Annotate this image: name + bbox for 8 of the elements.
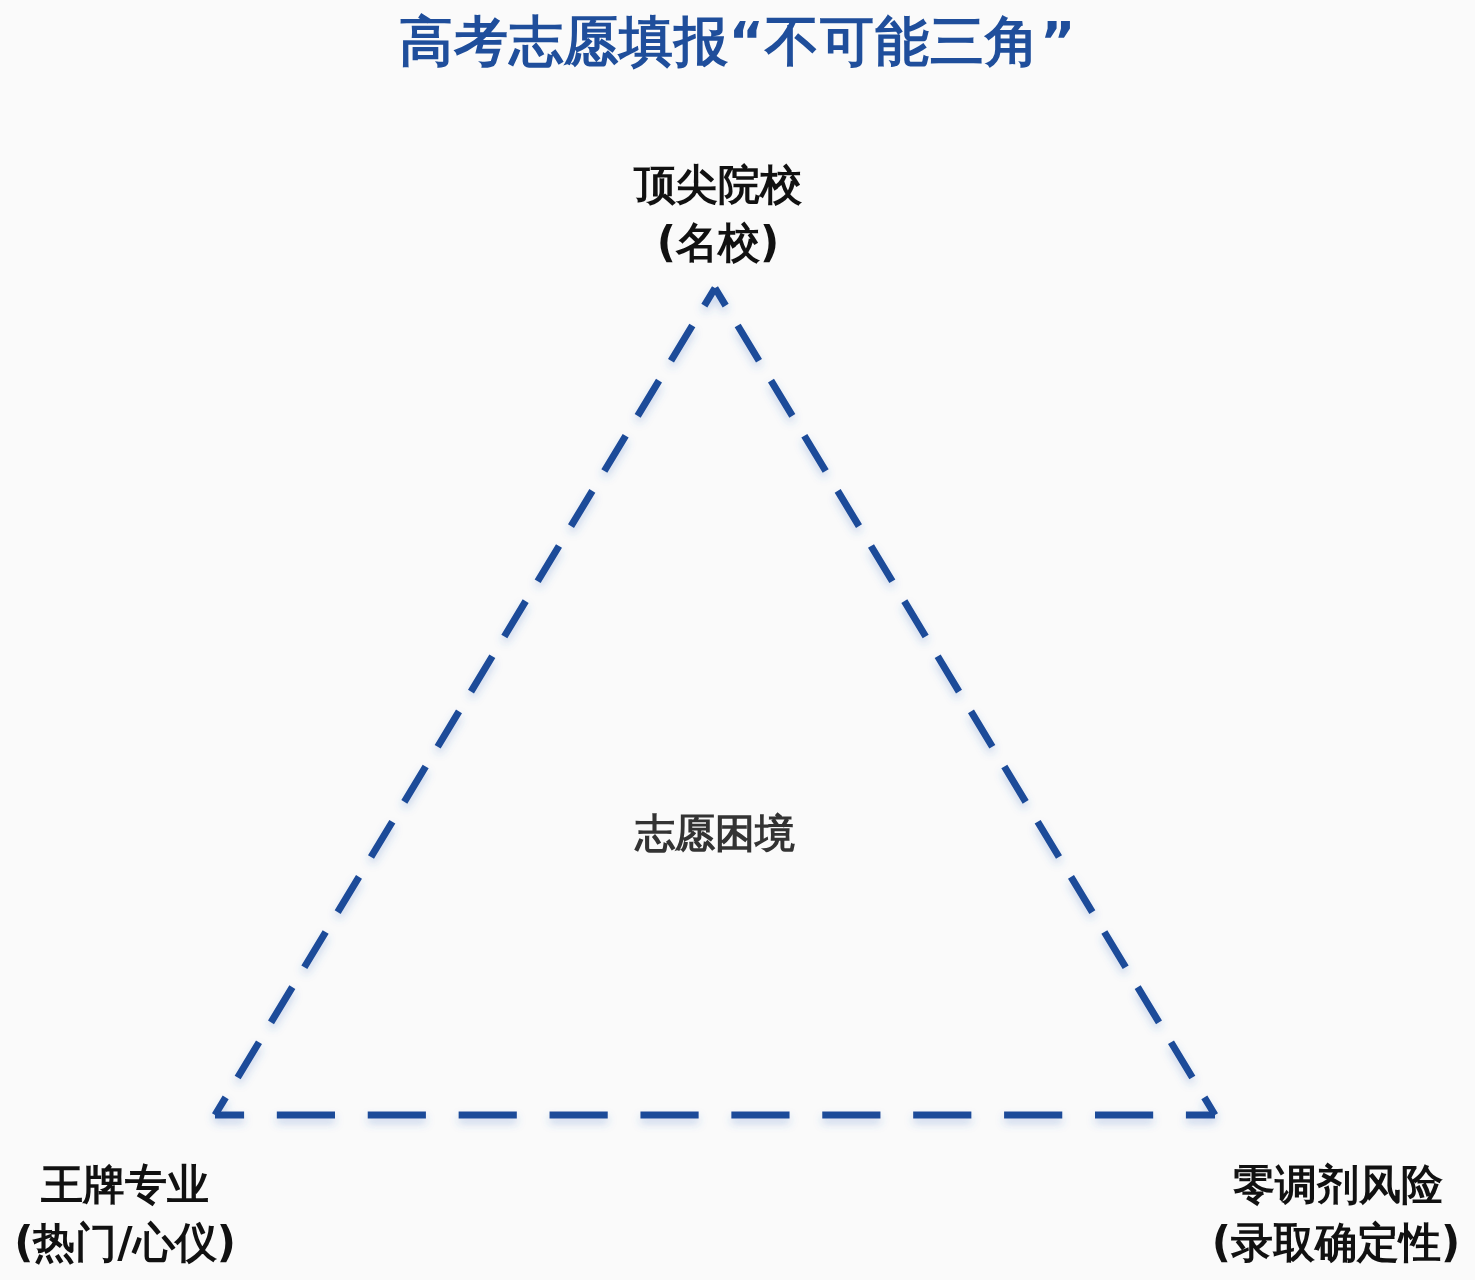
vertex-label: 零调剂风险 [1233,1160,1443,1211]
vertex-label: (录取确定性) [1211,1218,1461,1269]
center-label: 志愿困境 [635,809,795,857]
vertex-label: (热门/心仪) [14,1218,236,1269]
vertex-label: (名校) [656,218,780,269]
diagram-title: 高考志愿填报“不可能三角” [398,10,1077,75]
vertex-label: 顶尖院校 [634,160,802,211]
vertex-label: 王牌专业 [41,1160,209,1211]
